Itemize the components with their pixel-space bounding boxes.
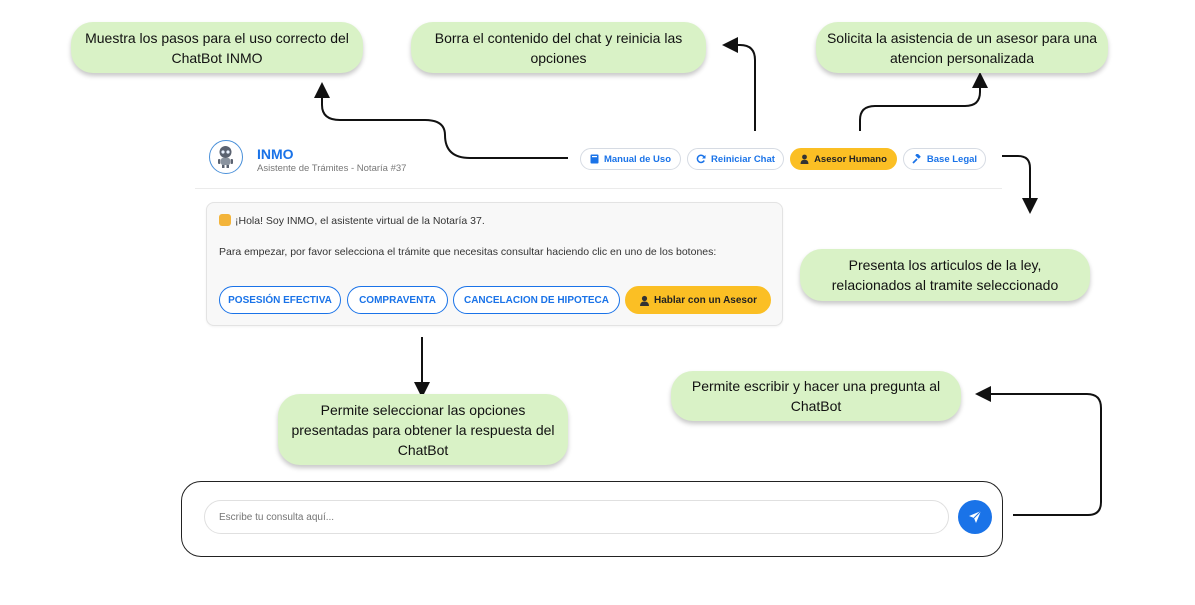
bot-message: ¡Hola! Soy INMO, el asistente virtual de… [206,202,783,326]
callout-opciones: Permite seleccionar las opciones present… [278,394,568,465]
refresh-icon [696,154,706,164]
arrow-reiniciar [722,37,756,131]
callout-escribir: Permite escribir y hacer una pregunta al… [671,371,961,421]
option-label: COMPRAVENTA [359,294,436,306]
callout-reiniciar: Borra el contenido del chat y reinicia l… [411,22,706,73]
arrow-base-legal [1002,155,1038,214]
callout-asesor: Solicita la asistencia de un asesor para… [816,22,1108,73]
base-legal-button[interactable]: Base Legal [903,148,986,170]
chat-input[interactable] [204,500,949,534]
asesor-humano-button[interactable]: Asesor Humano [790,148,897,170]
option-label: POSESIÓN EFECTIVA [228,294,332,306]
person-icon [800,154,809,164]
arrow-asesor [859,72,988,131]
reiniciar-chat-button[interactable]: Reiniciar Chat [687,148,784,170]
callout-manual: Muestra los pasos para el uso correcto d… [71,22,363,73]
base-legal-label: Base Legal [926,153,978,165]
option-label: CANCELACION DE HIPOTECA [463,294,609,306]
app-subtitle: Asistente de Trámites - Notaría #37 [257,163,407,174]
gavel-icon [912,154,921,164]
instruction-text: Para empezar, por favor selecciona el tr… [219,246,717,258]
greeting-text: ¡Hola! Soy INMO, el asistente virtual de… [235,215,485,227]
option-hablar-asesor[interactable]: Hablar con un Asesor [625,286,771,314]
send-button[interactable] [958,500,992,534]
reiniciar-chat-label: Reiniciar Chat [711,153,775,165]
manual-de-uso-label: Manual de Uso [603,153,672,165]
option-label: Hablar con un Asesor [654,294,757,306]
send-icon [969,510,982,523]
app-title: INMO [257,146,294,162]
arrow-escribir [975,386,1102,516]
callout-base-legal: Presenta los articulos de la ley, relaci… [800,249,1090,301]
robot-avatar-icon [209,140,243,174]
arrow-manual [314,82,568,159]
option-posesion-efectiva[interactable]: POSESIÓN EFECTIVA [219,286,341,314]
advisor-icon [640,295,649,306]
asesor-humano-label: Asesor Humano [814,153,887,165]
option-cancelacion-hipoteca[interactable]: CANCELACION DE HIPOTECA [453,286,620,314]
input-area [181,481,1003,557]
option-compraventa[interactable]: COMPRAVENTA [347,286,448,314]
book-icon [590,154,599,164]
greeting-line: ¡Hola! Soy INMO, el asistente virtual de… [219,214,485,227]
waving-hand-icon [219,214,231,226]
chat-header: INMO Asistente de Trámites - Notaría #37 [195,130,1002,189]
manual-de-uso-button[interactable]: Manual de Uso [580,148,681,170]
